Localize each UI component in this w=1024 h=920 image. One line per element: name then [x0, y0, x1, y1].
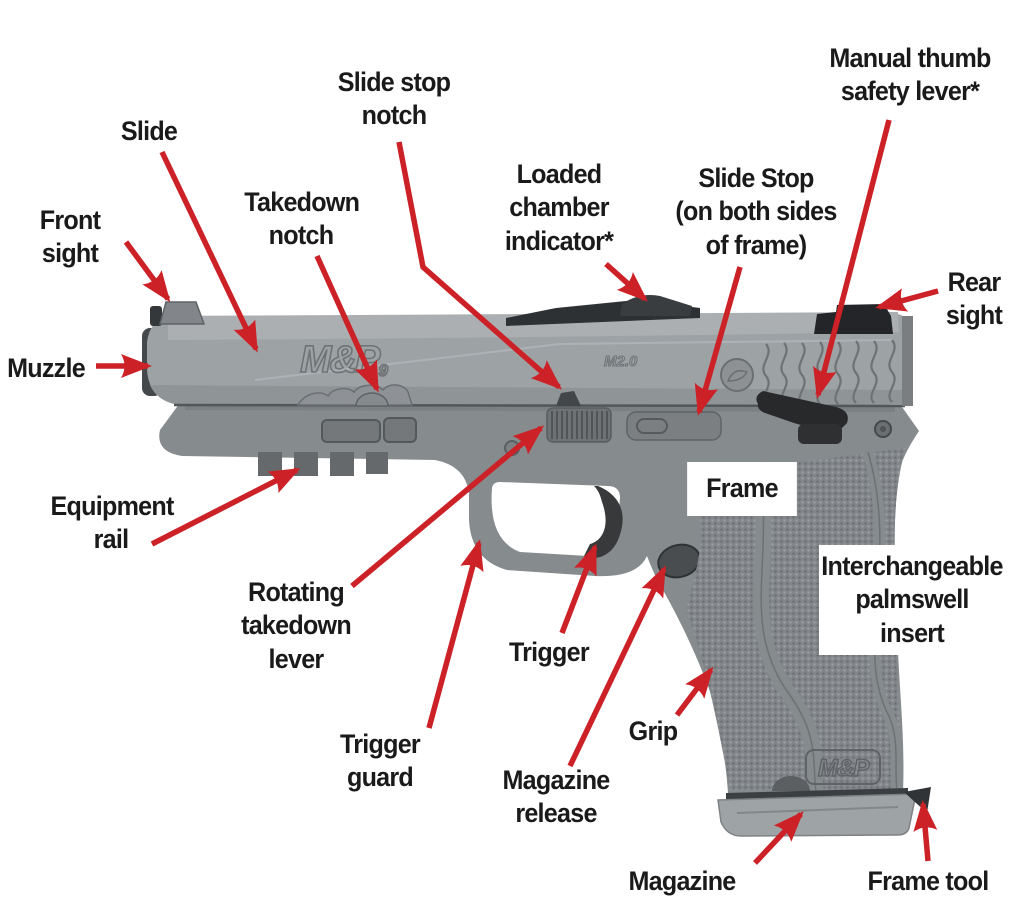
label-equipment-rail: Equipment rail — [50, 491, 175, 555]
arrow-rear-sight — [875, 288, 939, 312]
label-slide-stop-notch: Slide stop notch — [337, 67, 451, 131]
arrow-slide-stop-notch — [396, 141, 562, 390]
arrow-grip — [674, 666, 714, 717]
arrow-manual-thumb-safety — [813, 119, 892, 399]
label-slide-stop: Slide Stop (on both sides of frame) — [675, 163, 837, 260]
label-front-sight: Front sight — [39, 205, 101, 269]
label-takedown-notch: Takedown notch — [244, 187, 360, 251]
label-rear-sight: Rear sight — [945, 267, 1003, 331]
manual-thumb-safety-lever — [756, 391, 848, 444]
arrow-slide — [159, 150, 259, 353]
arrow-trigger-guard — [426, 539, 484, 729]
label-interchangeable-palmswell-insert: Interchangeable palmswell insert — [819, 545, 1005, 655]
grip-logo-engraving: M&P — [818, 755, 870, 782]
rotating-takedown-lever — [546, 407, 612, 443]
arrow-magazine-release — [567, 565, 667, 768]
medallion — [720, 358, 754, 392]
arrow-equipment-rail — [150, 467, 301, 547]
label-frame-tool: Frame tool — [867, 866, 990, 896]
arrow-magazine — [752, 811, 804, 865]
front-sight — [150, 301, 206, 326]
frame-pin — [874, 420, 892, 438]
label-trigger-guard: Trigger guard — [340, 729, 421, 793]
trigger — [584, 486, 623, 559]
magazine-baseplate — [717, 793, 917, 837]
label-frame: Frame — [687, 462, 797, 516]
label-muzzle: Muzzle — [7, 353, 86, 383]
label-trigger: Trigger — [508, 637, 590, 667]
arrow-loaded-chamber-indicator — [604, 261, 648, 302]
arrow-slide-stop — [694, 266, 743, 416]
slide-model-engraving: M2.0 — [604, 353, 638, 370]
arrow-front-sight — [123, 240, 171, 303]
arrow-rotating-takedown-lever — [350, 425, 545, 589]
label-rotating-takedown-lever: Rotating takedown lever — [241, 577, 352, 674]
label-loaded-chamber-indicator: Loaded chamber indicator* — [504, 159, 614, 256]
arrow-takedown-notch — [314, 254, 380, 393]
label-grip: Grip — [628, 716, 678, 746]
grip: M&P — [686, 448, 905, 794]
arrow-trigger — [559, 543, 598, 634]
slide-stop-notch — [556, 391, 581, 406]
slide-stop-lever — [626, 411, 722, 441]
equipment-rail — [258, 452, 388, 476]
trigger-guard-opening — [491, 482, 620, 556]
label-magazine-release: Magazine release — [502, 765, 610, 829]
label-magazine: Magazine — [628, 866, 736, 896]
label-manual-thumb-safety: Manual thumb safety lever* — [829, 43, 991, 107]
label-slide: Slide — [120, 116, 178, 146]
arrow-frame-tool — [913, 800, 938, 862]
